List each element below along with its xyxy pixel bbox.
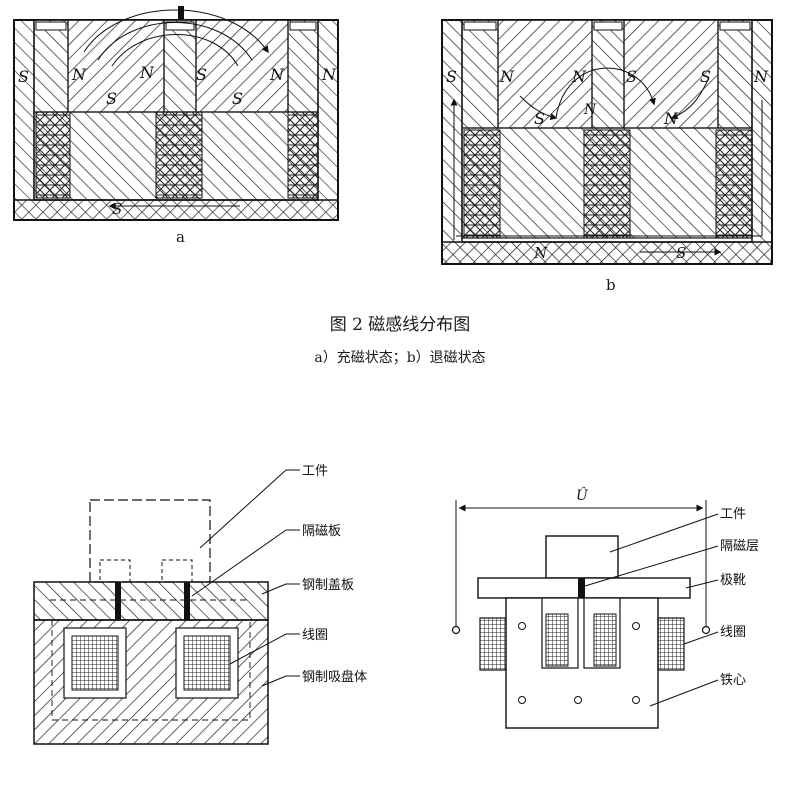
pole-label: S xyxy=(676,244,686,262)
pole-label: N xyxy=(499,67,515,86)
pole-label: N xyxy=(321,65,337,84)
callout-label: 线圈 xyxy=(302,628,328,643)
pole-label: N xyxy=(571,67,587,86)
pole-label: S xyxy=(112,200,122,218)
pole-label: N xyxy=(269,65,285,84)
pole-label: N xyxy=(583,102,597,118)
callout-label: 隔磁板 xyxy=(302,524,341,539)
callout-label: 极靴 xyxy=(720,573,746,588)
panel-a-pole-labels: S N N S S N N S S a xyxy=(18,63,337,246)
panel-a-sublabel: a xyxy=(176,228,185,246)
pole-label: N xyxy=(533,244,548,262)
callout-label: 钢制盖板 xyxy=(302,578,354,593)
callout-label: 工件 xyxy=(720,507,746,522)
right-callout-labels: Û 工件 隔磁层 极靴 线圈 铁心 xyxy=(576,486,759,688)
pole-label: N xyxy=(753,67,769,86)
callout-label: 线圈 xyxy=(720,625,746,640)
panel-b-sublabel: b xyxy=(606,276,616,294)
panel-b-diagram xyxy=(441,19,773,265)
pole-label: S xyxy=(196,65,207,84)
chuck-cross-section-right xyxy=(451,500,719,729)
figure-caption-subtitle: a）充磁状态；b）退磁状态 xyxy=(314,350,485,366)
pole-label: S xyxy=(534,109,545,128)
pole-label: S xyxy=(626,67,637,86)
chuck-cross-section-left xyxy=(33,469,300,745)
left-callout-labels: 工件 隔磁板 钢制盖板 线圈 钢制吸盘体 xyxy=(302,464,367,685)
pole-label: S xyxy=(446,67,457,86)
pole-label: N xyxy=(71,65,87,84)
pole-label: S xyxy=(232,89,243,108)
pole-label: N xyxy=(663,109,679,128)
pole-label: N xyxy=(139,63,155,82)
panel-b-pole-labels: S N N S S N N S N N S b xyxy=(446,67,769,294)
callout-label: 钢制吸盘体 xyxy=(302,669,367,685)
pole-label: S xyxy=(18,67,29,86)
pole-label: S xyxy=(700,67,711,86)
panel-a-diagram xyxy=(13,6,339,221)
callout-label: 隔磁层 xyxy=(720,539,759,554)
pole-label: S xyxy=(106,89,117,108)
callout-label: 铁心 xyxy=(720,673,746,688)
callout-label: 工件 xyxy=(302,464,328,479)
figure-caption-title: 图 2 磁感线分布图 xyxy=(330,315,471,335)
dimension-label: Û xyxy=(576,486,589,504)
